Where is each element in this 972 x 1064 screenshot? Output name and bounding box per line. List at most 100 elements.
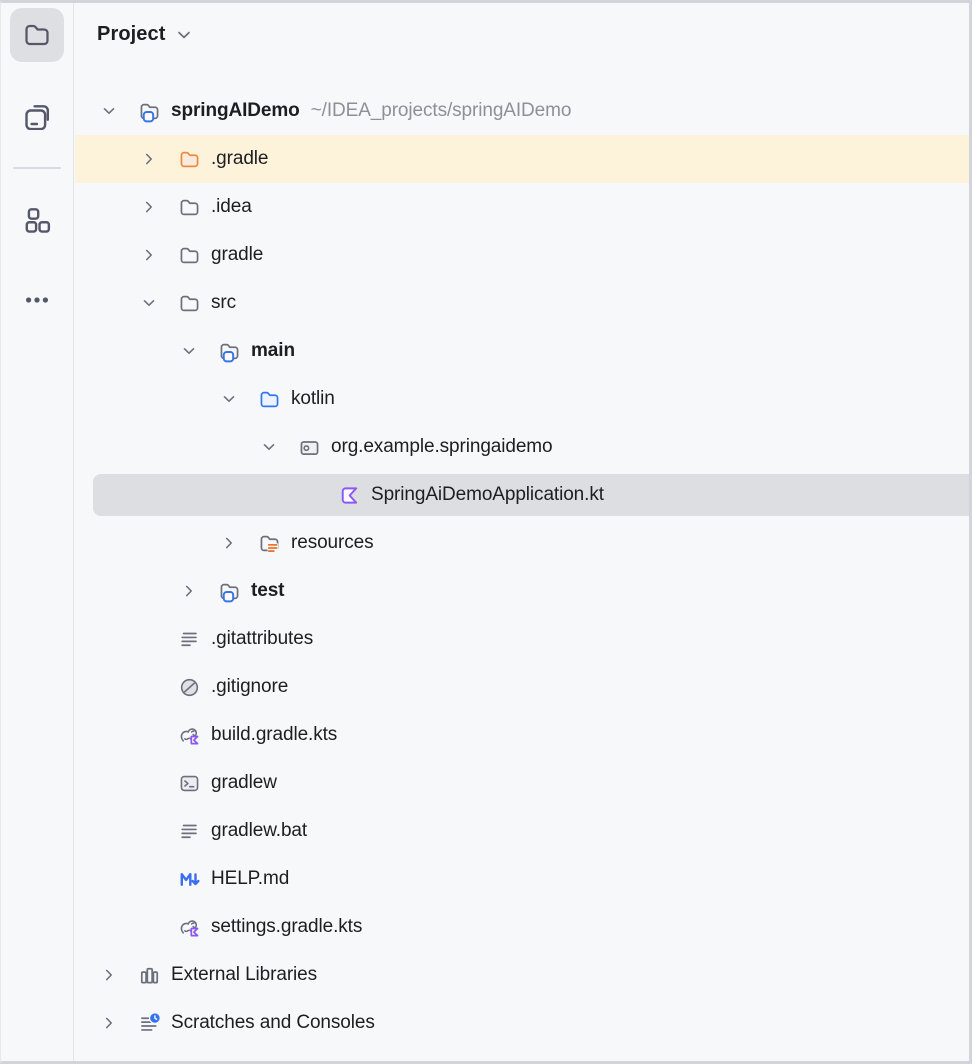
tree-node-label: kotlin bbox=[291, 388, 335, 409]
module-folder-icon bbox=[138, 100, 161, 123]
tree-row-org-example-springaidemo[interactable]: org.example.springaidemo bbox=[75, 423, 969, 471]
source-folder-icon bbox=[258, 388, 281, 411]
chevron-right-icon[interactable] bbox=[95, 965, 123, 985]
chevron-down-icon[interactable] bbox=[173, 24, 195, 46]
gradle-kts-icon bbox=[178, 724, 201, 747]
tree-node-label: resources bbox=[291, 532, 374, 553]
chevron-right-glyph bbox=[99, 1013, 119, 1033]
chevron-right-icon[interactable] bbox=[175, 581, 203, 601]
chevron-right-glyph bbox=[139, 149, 159, 169]
tree-row--idea[interactable]: .idea bbox=[75, 183, 969, 231]
chevron-placeholder bbox=[295, 485, 323, 505]
tree-node-label: HELP.md bbox=[211, 868, 290, 889]
chevron-right-glyph bbox=[139, 245, 159, 265]
tree-row-src[interactable]: src bbox=[75, 279, 969, 327]
tree-node-label: main bbox=[251, 340, 295, 361]
tree-row-kotlin[interactable]: kotlin bbox=[75, 375, 969, 423]
ignore-file-icon bbox=[178, 676, 201, 699]
rail-divider bbox=[13, 167, 61, 169]
chevron-right-glyph bbox=[179, 581, 199, 601]
kotlin-file-icon bbox=[338, 484, 361, 507]
chevron-right-icon[interactable] bbox=[215, 533, 243, 553]
tree-row-gradle[interactable]: gradle bbox=[75, 231, 969, 279]
gradle-kts-icon bbox=[178, 916, 201, 939]
chevron-down-glyph bbox=[99, 101, 119, 121]
chevron-down-glyph bbox=[259, 437, 279, 457]
chevron-placeholder bbox=[135, 773, 163, 793]
tree-node-label: build.gradle.kts bbox=[211, 724, 338, 745]
chevron-down-icon[interactable] bbox=[95, 101, 123, 121]
tree-node-label: .gradle bbox=[211, 148, 269, 169]
chevron-placeholder bbox=[135, 869, 163, 889]
shell-script-icon bbox=[178, 772, 201, 795]
markdown-file-icon bbox=[178, 868, 201, 891]
tree-node-label: src bbox=[211, 292, 237, 313]
tree-row-gradlew[interactable]: gradlew bbox=[75, 759, 969, 807]
sidebar-button-more[interactable] bbox=[10, 273, 64, 327]
tree-row--gradle[interactable]: .gradle bbox=[75, 135, 969, 183]
tree-node-label: .gitattributes bbox=[211, 628, 314, 649]
chevron-placeholder bbox=[135, 821, 163, 841]
chevron-right-glyph bbox=[139, 197, 159, 217]
tree-row-main[interactable]: main bbox=[75, 327, 969, 375]
tree-node-label: Scratches and Consoles bbox=[171, 1012, 375, 1033]
tree-row--gitignore[interactable]: .gitignore bbox=[75, 663, 969, 711]
chevron-down-glyph bbox=[219, 389, 239, 409]
chevron-right-icon[interactable] bbox=[135, 245, 163, 265]
tree-row-settings-gradle-kts[interactable]: settings.gradle.kts bbox=[75, 903, 969, 951]
chevron-down-glyph bbox=[179, 341, 199, 361]
excluded-folder-icon bbox=[178, 148, 201, 171]
module-folder-icon bbox=[218, 340, 241, 363]
resources-folder-icon bbox=[258, 532, 281, 555]
windows-icon bbox=[22, 100, 52, 130]
chevron-down-icon[interactable] bbox=[135, 293, 163, 313]
tree-row-help-md[interactable]: HELP.md bbox=[75, 855, 969, 903]
tree-node-label: org.example.springaidemo bbox=[331, 436, 553, 457]
tree-node-label: settings.gradle.kts bbox=[211, 916, 363, 937]
tree-row-test[interactable]: test bbox=[75, 567, 969, 615]
scratches-icon bbox=[138, 1012, 161, 1035]
tree-node-label: springAIDemo bbox=[171, 100, 300, 121]
chevron-down-icon[interactable] bbox=[175, 341, 203, 361]
text-file-icon bbox=[178, 628, 201, 651]
tree-node-label: .gitignore bbox=[211, 676, 289, 697]
tree-row--gitattributes[interactable]: .gitattributes bbox=[75, 615, 969, 663]
structure-icon bbox=[22, 205, 52, 235]
tree-node-label: gradlew bbox=[211, 772, 277, 793]
sidebar-button-windows[interactable] bbox=[10, 88, 64, 142]
sidebar-button-structure[interactable] bbox=[10, 193, 64, 247]
module-folder-icon bbox=[218, 580, 241, 603]
sidebar-button-project[interactable] bbox=[10, 8, 64, 62]
tree-row-gradlew-bat[interactable]: gradlew.bat bbox=[75, 807, 969, 855]
tree-node-label: test bbox=[251, 580, 285, 601]
tool-window-bar bbox=[1, 3, 74, 1061]
project-icon bbox=[22, 20, 52, 50]
tree-row-springaidemoapplication-kt[interactable]: SpringAiDemoApplication.kt bbox=[75, 471, 969, 519]
package-icon bbox=[298, 436, 321, 459]
tree-row-build-gradle-kts[interactable]: build.gradle.kts bbox=[75, 711, 969, 759]
tree-row-springaidemo[interactable]: springAIDemo ~/IDEA_projects/springAIDemo bbox=[75, 87, 969, 135]
project-view-header[interactable]: Project bbox=[97, 23, 195, 46]
chevron-right-glyph bbox=[99, 965, 119, 985]
chevron-placeholder bbox=[135, 629, 163, 649]
folder-icon bbox=[178, 244, 201, 267]
chevron-right-icon[interactable] bbox=[135, 149, 163, 169]
libraries-icon bbox=[138, 964, 161, 987]
tree-row-resources[interactable]: resources bbox=[75, 519, 969, 567]
chevron-down-icon[interactable] bbox=[215, 389, 243, 409]
tree-node-label: SpringAiDemoApplication.kt bbox=[371, 484, 604, 505]
chevron-placeholder bbox=[135, 677, 163, 697]
chevron-right-icon[interactable] bbox=[95, 1013, 123, 1033]
tree-node-label: .idea bbox=[211, 196, 252, 217]
tree-node-label: External Libraries bbox=[171, 964, 318, 985]
tree-row-scratches-and-consoles[interactable]: Scratches and Consoles bbox=[75, 999, 969, 1047]
chevron-right-icon[interactable] bbox=[135, 197, 163, 217]
tree-row-external-libraries[interactable]: External Libraries bbox=[75, 951, 969, 999]
chevron-down-icon[interactable] bbox=[255, 437, 283, 457]
project-tree: springAIDemo ~/IDEA_projects/springAIDemo… bbox=[75, 87, 969, 1047]
more-icon bbox=[22, 285, 52, 315]
project-panel: Project springAIDemo ~/IDEA_projects/spri… bbox=[75, 3, 969, 1061]
tree-node-label: gradle bbox=[211, 244, 264, 265]
project-path: ~/IDEA_projects/springAIDemo bbox=[310, 100, 572, 121]
